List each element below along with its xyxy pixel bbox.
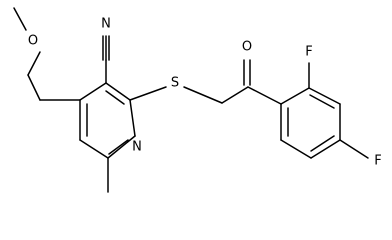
bond-ar1-ar2 (280, 87, 310, 105)
atom-label-fluorine-ortho: F (305, 45, 312, 60)
bond-ar4-ar5 (310, 139, 341, 159)
atom-label-sulfur: S (171, 76, 179, 91)
bonds (13, 7, 369, 193)
bond-c2-s (129, 86, 167, 101)
atom-label-nitrile-nitrogen: N (101, 17, 111, 32)
bond-ar2-ar3-double (309, 94, 335, 109)
bond-ch2-c4 (27, 74, 41, 101)
bond-ar4-ar5-double (310, 135, 335, 152)
atom-label-methoxy-oxygen: O (28, 34, 38, 49)
bond-o-ch2 (27, 51, 41, 76)
atom-label-ring-nitrogen: N (132, 140, 142, 155)
bond-n1-c6 (107, 135, 136, 159)
bond-s-ch2 (183, 86, 223, 104)
bond-c3-c2-double (105, 90, 125, 105)
atom-labels: O N N S O F F (28, 17, 382, 169)
molecule-structure: O N N S O F F (13, 7, 382, 193)
atom-label-ketone-oxygen: O (242, 40, 252, 55)
bond-ch3-o (13, 7, 27, 31)
bond-ch2-co (221, 86, 249, 104)
bond-ar2-ar3 (308, 87, 341, 105)
bond-n1-c6-double (108, 139, 129, 155)
bond-c2-n1 (129, 99, 136, 137)
atom-label-fluorine-para: F (374, 154, 381, 169)
bond-ar4-f (339, 139, 369, 159)
bond-ar5-ar6 (280, 139, 312, 159)
bond-c3-c2 (105, 82, 131, 101)
bond-co-aryl (247, 86, 282, 105)
bond-c6-c5 (79, 139, 109, 159)
bond-c4-c3 (79, 82, 107, 101)
